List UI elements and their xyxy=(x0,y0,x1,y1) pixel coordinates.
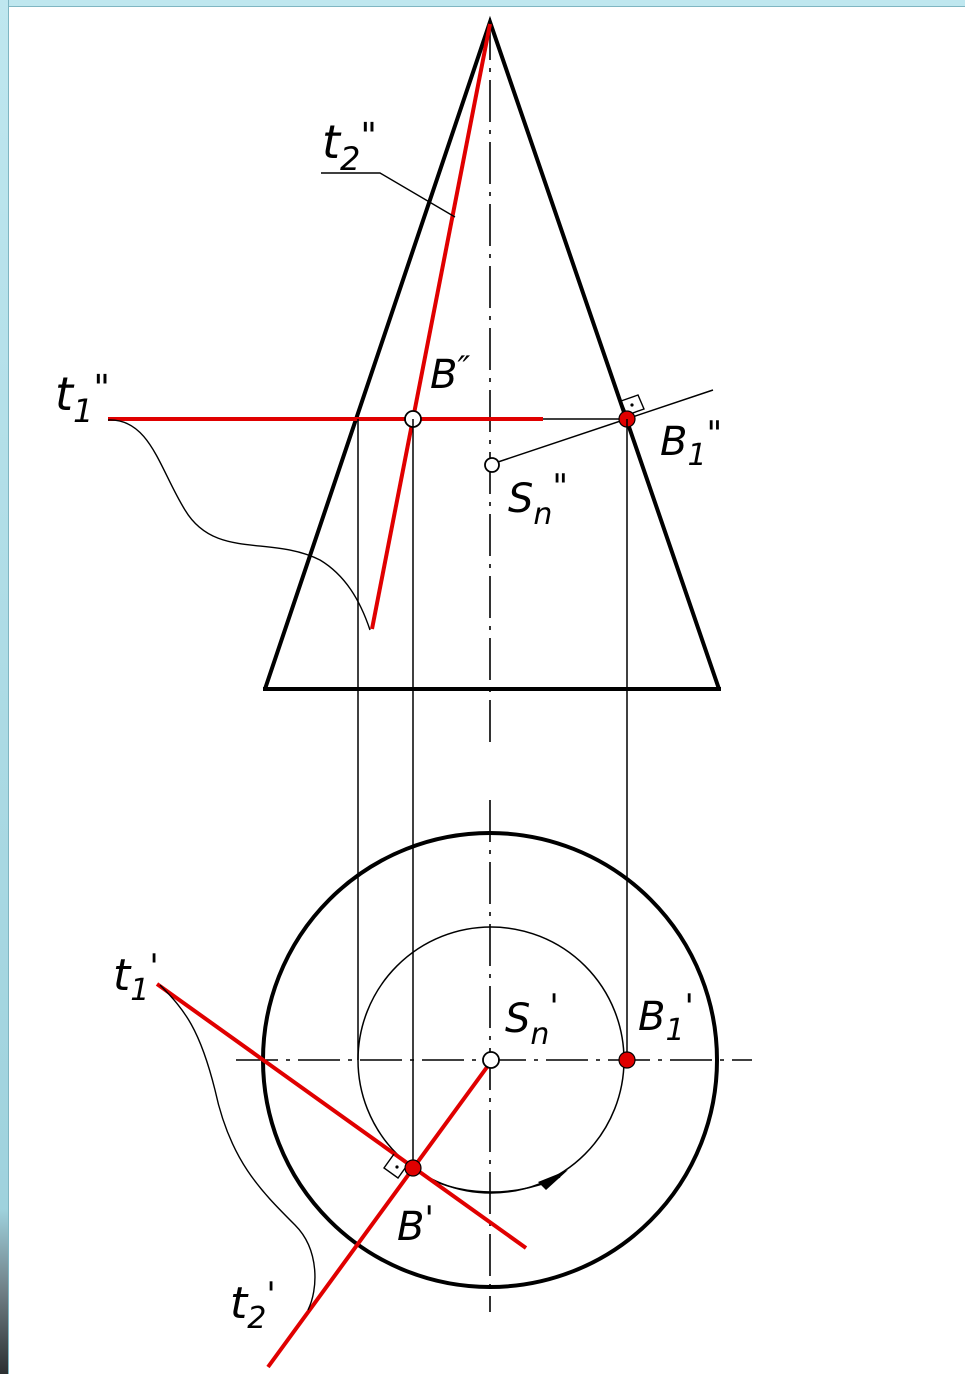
right-angle-dot-top xyxy=(395,1165,399,1169)
t1-line-top xyxy=(155,982,528,1250)
t2-line-top xyxy=(266,1061,492,1369)
point-Sn-top xyxy=(482,1051,500,1069)
point-B-top xyxy=(404,1159,422,1177)
t1-leader-front xyxy=(107,419,371,631)
cone-outline xyxy=(263,15,721,690)
label-B1-front: B1" xyxy=(660,414,722,473)
label-t1-top: t1' xyxy=(113,947,159,1008)
labels: t2" t1" B″ B1" Sn" t1' Sn xyxy=(55,115,722,1336)
t2-leader-front xyxy=(321,172,456,218)
window-top-border xyxy=(0,0,965,7)
right-angle-mark-front xyxy=(620,394,645,416)
right-angle-dot-front xyxy=(630,403,634,407)
label-t1-front: t1" xyxy=(55,367,110,430)
rotation-arrowhead xyxy=(538,1170,568,1190)
t1-t2-leader-top xyxy=(159,984,316,1311)
label-t2-top: t2' xyxy=(230,1275,276,1336)
top-view xyxy=(155,800,752,1369)
label-B-front: B″ xyxy=(430,349,470,398)
label-B1-top: B1' xyxy=(638,987,694,1048)
window-left-border xyxy=(0,0,9,1374)
right-angle-mark-top xyxy=(383,1153,409,1179)
front-view xyxy=(107,15,721,750)
label-B-top: B' xyxy=(397,1199,434,1250)
t2-line-front xyxy=(370,23,492,630)
point-Sn-front xyxy=(484,457,500,473)
label-Sn-top: Sn' xyxy=(505,987,559,1052)
label-Sn-front: Sn" xyxy=(508,467,568,532)
label-t2-front: t2" xyxy=(322,115,377,178)
normal-line-front xyxy=(491,389,714,465)
point-B1-top xyxy=(618,1051,636,1069)
projection-lines xyxy=(357,419,628,1168)
